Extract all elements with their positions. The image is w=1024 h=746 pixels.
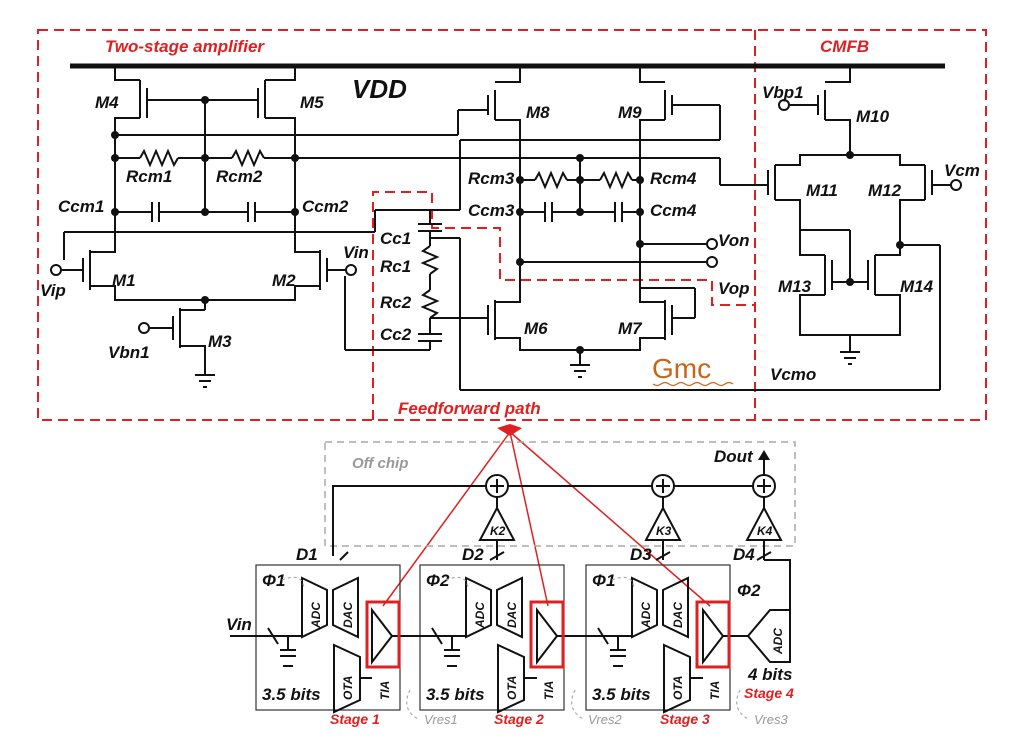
m5-label: M5 [300, 93, 324, 112]
feedforward-title: Feedforward path [398, 399, 541, 418]
m8-label: M8 [526, 103, 550, 122]
svg-text:ADC: ADC [309, 602, 323, 629]
off-chip-label: Off chip [352, 455, 408, 472]
m12-label: M12 [868, 181, 902, 200]
m6-label: M6 [524, 319, 548, 338]
vip-label: Vip [40, 281, 66, 300]
stage-2-internals: Φ2 ADC DAC OTA TIA 3.5 bits [426, 571, 596, 714]
two-stage-amp-boundary [37, 29, 987, 421]
cc1-label: Cc1 [380, 229, 411, 248]
rcm3-label: Rcm3 [468, 169, 515, 188]
m4-label: M4 [95, 93, 119, 112]
tia-1 [371, 607, 394, 665]
rc2-label: Rc2 [380, 293, 412, 312]
stage2-label: Stage 2 [494, 711, 544, 727]
d3-label: D3 [630, 545, 652, 564]
pipeline-vin: Vin [226, 615, 252, 634]
two-stage-title: Two-stage amplifier [105, 37, 265, 56]
top-circuit: Two-stage amplifier CMFB Feedforward pat… [37, 29, 987, 421]
svg-text:TIA: TIA [708, 681, 722, 700]
ccm2-label: Ccm2 [302, 197, 349, 216]
feedforward-arrows [382, 424, 711, 607]
stage1-bits: 3.5 bits [262, 685, 321, 704]
vres2-label: Vres2 [588, 712, 622, 727]
gmc-label: Gmc [652, 353, 711, 384]
feedforward-boundary [372, 191, 755, 420]
m10-label: M10 [856, 107, 890, 126]
ccm4-label: Ccm4 [650, 201, 697, 220]
svg-text:DAC: DAC [671, 602, 685, 628]
adder-2 [651, 474, 675, 498]
phi-stage1: Φ1 [262, 571, 285, 590]
vbp1-label: Vbp1 [762, 83, 804, 102]
tia-1-highlight [365, 600, 401, 669]
svg-text:ADC: ADC [639, 602, 653, 629]
dout-label: Dout [714, 447, 754, 466]
tia-3-highlight [695, 600, 731, 669]
stage3-bits: 3.5 bits [592, 685, 651, 704]
vbn1-label: Vbn1 [108, 343, 150, 362]
vin-label: Vin [343, 243, 369, 262]
stage3-label: Stage 3 [660, 711, 710, 727]
m14-label: M14 [900, 277, 934, 296]
svg-text:DAC: DAC [341, 602, 355, 628]
adder-3 [752, 474, 776, 498]
m1-label: M1 [112, 271, 136, 290]
ccm1-label: Ccm1 [58, 197, 104, 216]
stage2-bits: 3.5 bits [426, 685, 485, 704]
vres1-label: Vres1 [424, 712, 458, 727]
k3-label: K3 [656, 524, 672, 538]
vcmo-label: Vcmo [770, 365, 816, 384]
phi-stage4: Φ2 [737, 581, 761, 600]
von-label: Von [718, 231, 749, 250]
svg-text:TIA: TIA [378, 681, 392, 700]
rcm1-label: Rcm1 [126, 167, 172, 186]
vop-label: Vop [718, 279, 749, 298]
d4-label: D4 [733, 545, 755, 564]
m7-label: M7 [618, 319, 643, 338]
pipeline-diagram: Off chip Dout K2 K3 K4 [226, 441, 796, 727]
d2-label: D2 [462, 545, 484, 564]
stage-4: Φ2 ADC 4 bits Stage 4 [737, 559, 794, 701]
stage4-bits: 4 bits [747, 665, 792, 684]
ccm3-label: Ccm3 [468, 201, 515, 220]
vcm-label: Vcm [944, 161, 980, 180]
svg-text:ADC: ADC [771, 628, 785, 655]
cc2-label: Cc2 [380, 325, 412, 344]
d1-label: D1 [296, 545, 318, 564]
tia-2-highlight [529, 600, 565, 669]
svg-text:OTA: OTA [671, 676, 685, 700]
cmfb-title: CMFB [820, 37, 869, 56]
m3-label: M3 [208, 332, 232, 351]
m11-label: M11 [806, 181, 838, 200]
svg-text:TIA: TIA [542, 681, 556, 700]
svg-text:OTA: OTA [341, 676, 355, 700]
ota-1 [333, 643, 361, 714]
svg-text:ADC: ADC [473, 602, 487, 629]
m13-label: M13 [778, 277, 812, 296]
stage4-label: Stage 4 [744, 685, 794, 701]
vdd-label: VDD [352, 74, 407, 104]
vres3-label: Vres3 [754, 712, 788, 727]
stage1-label: Stage 1 [330, 711, 380, 727]
k2-label: K2 [490, 524, 506, 538]
rcm4-label: Rcm4 [650, 169, 697, 188]
stage-1-internals: Φ1 ADC DAC OTA TIA 3.5 bits Vin [226, 571, 430, 714]
stage-3-internals: Φ1 ADC DAC OTA TIA 3.5 bits [592, 571, 748, 714]
rcm2-label: Rcm2 [216, 167, 263, 186]
svg-text:DAC: DAC [505, 602, 519, 628]
m9-label: M9 [618, 103, 642, 122]
rc1-label: Rc1 [380, 257, 411, 276]
phi-stage2: Φ2 [426, 571, 450, 590]
phi-stage3: Φ1 [592, 571, 615, 590]
svg-text:OTA: OTA [505, 676, 519, 700]
adder-1 [485, 474, 509, 498]
k4-label: K4 [757, 524, 773, 538]
off-chip-boundary [324, 441, 796, 547]
m2-label: M2 [272, 271, 296, 290]
